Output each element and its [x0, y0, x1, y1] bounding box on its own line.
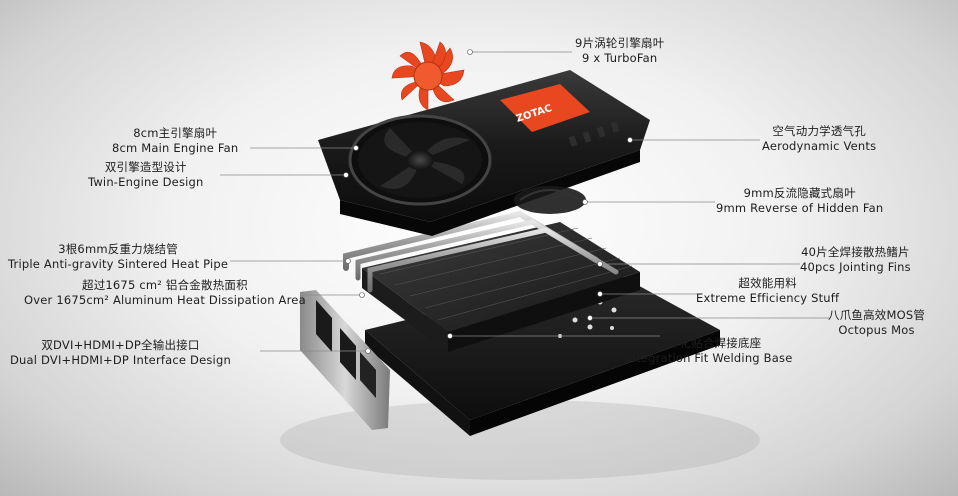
label-octopus-mos: 八爪鱼高效MOS管 Octopus Mos: [828, 308, 925, 338]
label-aero-vents-en: Aerodynamic Vents: [762, 139, 877, 153]
label-twin-engine: 双引擎造型设计 Twin-Engine Design: [88, 160, 204, 190]
label-jointing-fins: 40片全焊接散热鳍片 40pcs Jointing Fins: [800, 245, 911, 275]
label-heat-pipe-en: Triple Anti-gravity Sintered Heat Pipe: [8, 257, 229, 271]
label-heat-pipe: 3根6mm反重力烧结管 Triple Anti-gravity Sintered…: [8, 242, 228, 272]
label-aluminum-area-en: Over 1675cm² Aluminum Heat Dissipation A…: [24, 293, 306, 307]
label-io-ports-zh: 双DVI+HDMI+DP全输出接口: [41, 338, 200, 352]
label-io-ports-en: Dual DVI+HDMI+DP Interface Design: [10, 353, 231, 367]
label-turbofan: 9片涡轮引擎扇叶 9 x TurboFan: [575, 36, 664, 66]
label-jointing-fins-zh: 40片全焊接散热鳍片: [801, 245, 910, 259]
pcb-base: [365, 270, 720, 436]
label-main-fan-zh: 8cm主引擎扇叶: [133, 126, 218, 140]
label-io-ports: 双DVI+HDMI+DP全输出接口 Dual DVI+HDMI+DP Inter…: [10, 338, 231, 368]
label-twin-engine-zh: 双引擎造型设计: [104, 160, 187, 174]
label-turbofan-zh: 9片涡轮引擎扇叶: [575, 36, 665, 50]
label-efficiency-zh: 超效能用料: [738, 276, 797, 290]
label-jointing-fins-en: 40pcs Jointing Fins: [800, 260, 911, 274]
label-main-fan: 8cm主引擎扇叶 8cm Main Engine Fan: [112, 126, 238, 156]
label-aluminum-area: 超过1675 cm² 铝合金散热面积 Over 1675cm² Aluminum…: [24, 278, 306, 308]
leader-lines: [220, 51, 830, 352]
main-engine-fan: [358, 122, 482, 198]
hidden-reverse-fan: [514, 186, 586, 214]
label-hidden-fan-zh: 9mm反流隐藏式扇叶: [743, 186, 856, 200]
label-efficiency: 超效能用料 Extreme Efficiency Stuff: [696, 276, 839, 306]
label-main-fan-en: 8cm Main Engine Fan: [112, 141, 239, 155]
io-bracket: [300, 290, 390, 430]
heatsink-fins: [362, 222, 640, 352]
label-aero-vents: 空气动力学透气孔 Aerodynamic Vents: [762, 124, 876, 154]
floor-shadow: [280, 400, 760, 480]
label-aero-vents-zh: 空气动力学透气孔: [772, 124, 866, 138]
label-welding-base-zh: 一体化贴合焊接底座: [656, 336, 762, 350]
turbofan: [391, 41, 465, 111]
label-twin-engine-en: Twin-Engine Design: [88, 175, 204, 189]
label-octopus-mos-en: Octopus Mos: [838, 323, 915, 337]
label-turbofan-en: 9 x TurboFan: [582, 51, 658, 65]
label-octopus-mos-zh: 八爪鱼高效MOS管: [828, 308, 926, 322]
fan-shroud: ZOTAC: [318, 70, 650, 236]
label-welding-base: 一体化贴合焊接底座 Integration Fit Welding Base: [625, 336, 792, 366]
label-aluminum-area-zh: 超过1675 cm² 铝合金散热面积: [82, 278, 248, 292]
label-efficiency-en: Extreme Efficiency Stuff: [696, 291, 840, 305]
label-heat-pipe-zh: 3根6mm反重力烧结管: [58, 242, 178, 256]
leader-dots: [343, 49, 633, 354]
label-hidden-fan-en: 9mm Reverse of Hidden Fan: [716, 201, 884, 215]
label-hidden-fan: 9mm反流隐藏式扇叶 9mm Reverse of Hidden Fan: [716, 186, 883, 216]
label-welding-base-en: Integration Fit Welding Base: [625, 351, 793, 365]
